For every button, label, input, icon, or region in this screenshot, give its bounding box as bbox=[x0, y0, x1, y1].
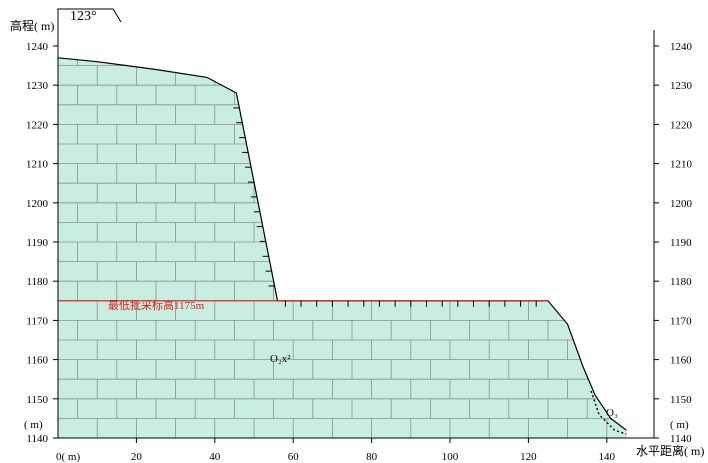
y-tick-label-left: 1160 bbox=[26, 355, 48, 367]
x-tick-label: 100 bbox=[442, 451, 459, 463]
x-tick-label: 60 bbox=[288, 451, 300, 463]
y-tick-label-left: 1180 bbox=[26, 276, 48, 288]
x-axis-title: 水平距离( m) bbox=[636, 443, 704, 458]
x-tick-label: 80 bbox=[366, 451, 378, 463]
y-tick-label-right: 1230 bbox=[670, 80, 693, 92]
y-tick-label-left: 1150 bbox=[26, 394, 48, 406]
y-tick-label-left: 1190 bbox=[26, 237, 48, 249]
y-tick-label-left: 1200 bbox=[26, 198, 49, 210]
left-y-ticks: 1240 1230 1220 1210 1200 1190 1180 1170 1160 1150… bbox=[26, 41, 58, 445]
x-ticks: 20 40 60 80 100 120 140 bbox=[131, 438, 616, 463]
y-tick-label-right: 1180 bbox=[670, 276, 692, 288]
bearing-flag-line bbox=[57, 8, 122, 30]
y-tick-label-right: 1190 bbox=[670, 237, 692, 249]
y-tick-label-left: 1240 bbox=[26, 41, 49, 53]
y-tick-label-left: 1210 bbox=[26, 159, 49, 171]
y-tick-label-right: 1210 bbox=[670, 159, 693, 171]
bearing-label: 123° bbox=[70, 9, 97, 24]
y-tick-label-left: 1220 bbox=[26, 119, 49, 131]
mining-limit-label: 最低批采标高1175m bbox=[108, 298, 205, 312]
y-tick-label-right: 1160 bbox=[670, 355, 692, 367]
axes: 1240 1230 1220 1210 1200 1190 1180 1170 1160 1150… bbox=[26, 30, 693, 463]
x-tick-label: 40 bbox=[209, 451, 221, 463]
y-tick-label-left: 1230 bbox=[26, 80, 49, 92]
y-tick-label-right: 1150 bbox=[670, 394, 692, 406]
x-tick-label: 140 bbox=[599, 451, 616, 463]
y-tick-label-right: 1200 bbox=[670, 198, 693, 210]
formation-o2x2-label: O₂x² bbox=[270, 353, 291, 365]
right-y-ticks: 1240 1230 1220 1210 1200 1190 1180 1170 1160 1150… bbox=[654, 41, 693, 445]
formation-o3-label: O₃ bbox=[606, 407, 618, 419]
left-unit-label: ( m) bbox=[24, 419, 43, 431]
y-axis-title: 高程( m) bbox=[10, 18, 54, 33]
y-tick-label-right: 1140 bbox=[670, 433, 692, 445]
y-tick-label-left: 1140 bbox=[26, 433, 48, 445]
x-tick-label: 120 bbox=[520, 451, 537, 463]
slope-hatch-marks bbox=[233, 107, 537, 307]
y-tick-label-right: 1240 bbox=[670, 41, 693, 53]
x-origin-label: 0( m) bbox=[56, 451, 80, 463]
x-tick-label: 20 bbox=[131, 451, 143, 463]
right-unit-label: ( m) bbox=[670, 419, 689, 431]
y-tick-label-right: 1220 bbox=[670, 119, 693, 131]
rock-body-fill bbox=[58, 57, 627, 439]
y-tick-label-left: 1170 bbox=[26, 315, 48, 327]
y-tick-label-right: 1170 bbox=[670, 315, 692, 327]
bearing-marker: 123° bbox=[57, 8, 122, 30]
